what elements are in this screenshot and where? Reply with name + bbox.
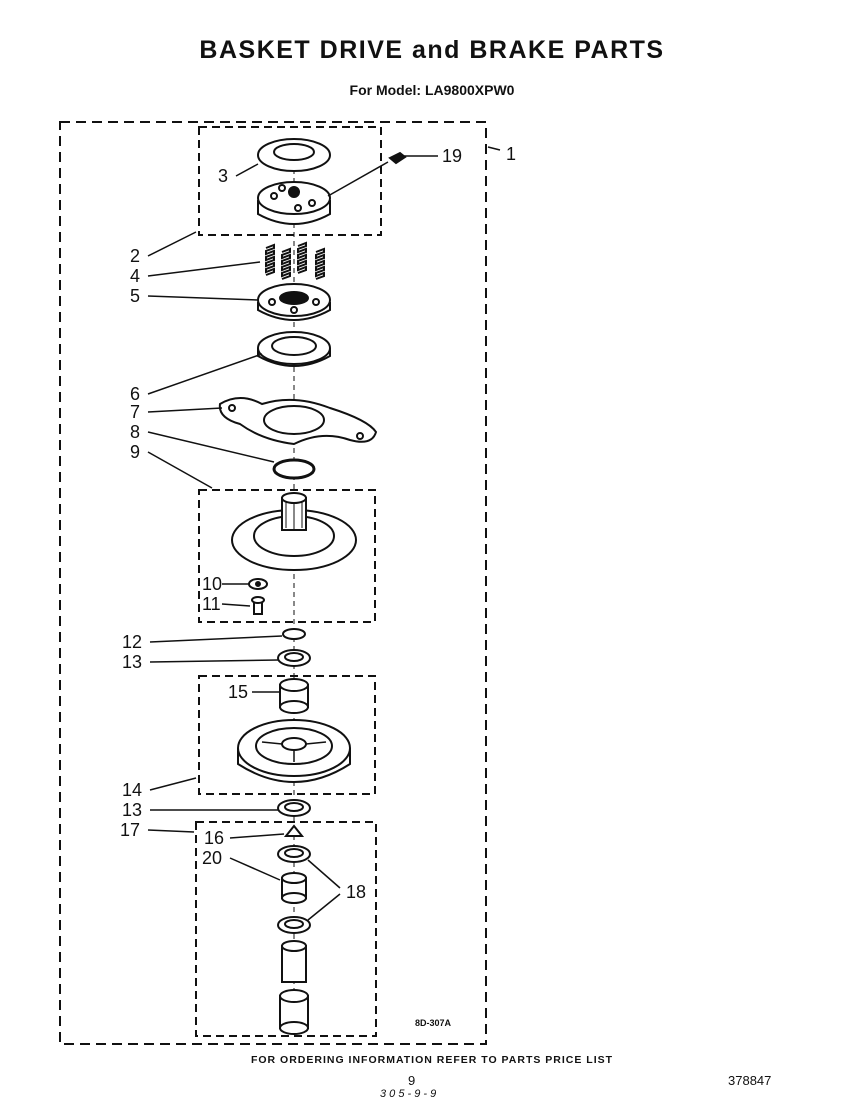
callout-7: 7 — [130, 402, 140, 422]
callout-5: 5 — [130, 286, 140, 306]
part-12-clip — [282, 628, 306, 640]
part-18-bearing-bottom — [277, 916, 311, 934]
model-subtitle: For Model: LA9800XPW0 — [349, 82, 515, 98]
group-box-brake — [198, 489, 376, 623]
part-19-hub-plate — [257, 181, 331, 225]
part-11-screw — [251, 596, 265, 615]
document-number: 378847 — [728, 1073, 772, 1088]
part-19-pin — [388, 151, 407, 165]
callout-10: 10 — [202, 574, 222, 594]
drawing-code: 8D-307A — [415, 1018, 452, 1028]
part-13-washer-top — [277, 649, 311, 667]
callout-15: 15 — [228, 682, 248, 702]
part-3-ring — [257, 138, 331, 172]
page-title: BASKET DRIVE and BRAKE PARTS — [199, 36, 665, 64]
assembly-boundary — [59, 121, 487, 1045]
part-4-springs — [265, 241, 325, 280]
handwritten-note: 3 0 5 - 9 - 9 — [380, 1088, 437, 1100]
callout-13-upper: 13 — [122, 652, 142, 672]
callout-6: 6 — [130, 384, 140, 404]
callout-13-lower: 13 — [122, 800, 142, 820]
callout-14: 14 — [122, 780, 142, 800]
part-14-pulley — [237, 719, 351, 783]
callout-18: 18 — [346, 882, 366, 902]
callout-2: 2 — [130, 246, 140, 266]
part-10-bushing — [248, 578, 268, 590]
ordering-footer: FOR ORDERING INFORMATION REFER TO PARTS … — [250, 1054, 614, 1066]
part-20-bushing — [281, 872, 307, 904]
part-13-washer-bottom — [277, 799, 311, 817]
callout-16: 16 — [204, 828, 224, 848]
callout-4: 4 — [130, 266, 140, 286]
callout-1: 1 — [506, 144, 516, 164]
part-8-retaining-ring — [272, 458, 316, 480]
callout-12: 12 — [122, 632, 142, 652]
group-box-pulley — [198, 675, 376, 795]
callout-8: 8 — [130, 422, 140, 442]
part-18-bearing-top — [277, 845, 311, 863]
part-7-plate — [218, 397, 378, 446]
shaft-upper — [281, 940, 307, 983]
callout-3: 3 — [218, 166, 228, 186]
group-box-top — [198, 126, 382, 236]
part-6-ring — [257, 331, 331, 367]
group-box-bearings — [195, 821, 377, 1037]
callout-9: 9 — [130, 442, 140, 462]
part-5-plate — [257, 283, 331, 321]
part-15-bushing — [279, 678, 309, 714]
part-9-brake-housing — [231, 492, 357, 571]
callout-11: 11 — [202, 594, 221, 614]
callout-20: 20 — [202, 848, 222, 868]
shaft-lower — [279, 989, 309, 1035]
callout-19: 19 — [442, 146, 462, 166]
callout-17: 17 — [120, 820, 140, 840]
part-16-cone — [283, 824, 305, 837]
page-number: 9 — [408, 1073, 416, 1088]
